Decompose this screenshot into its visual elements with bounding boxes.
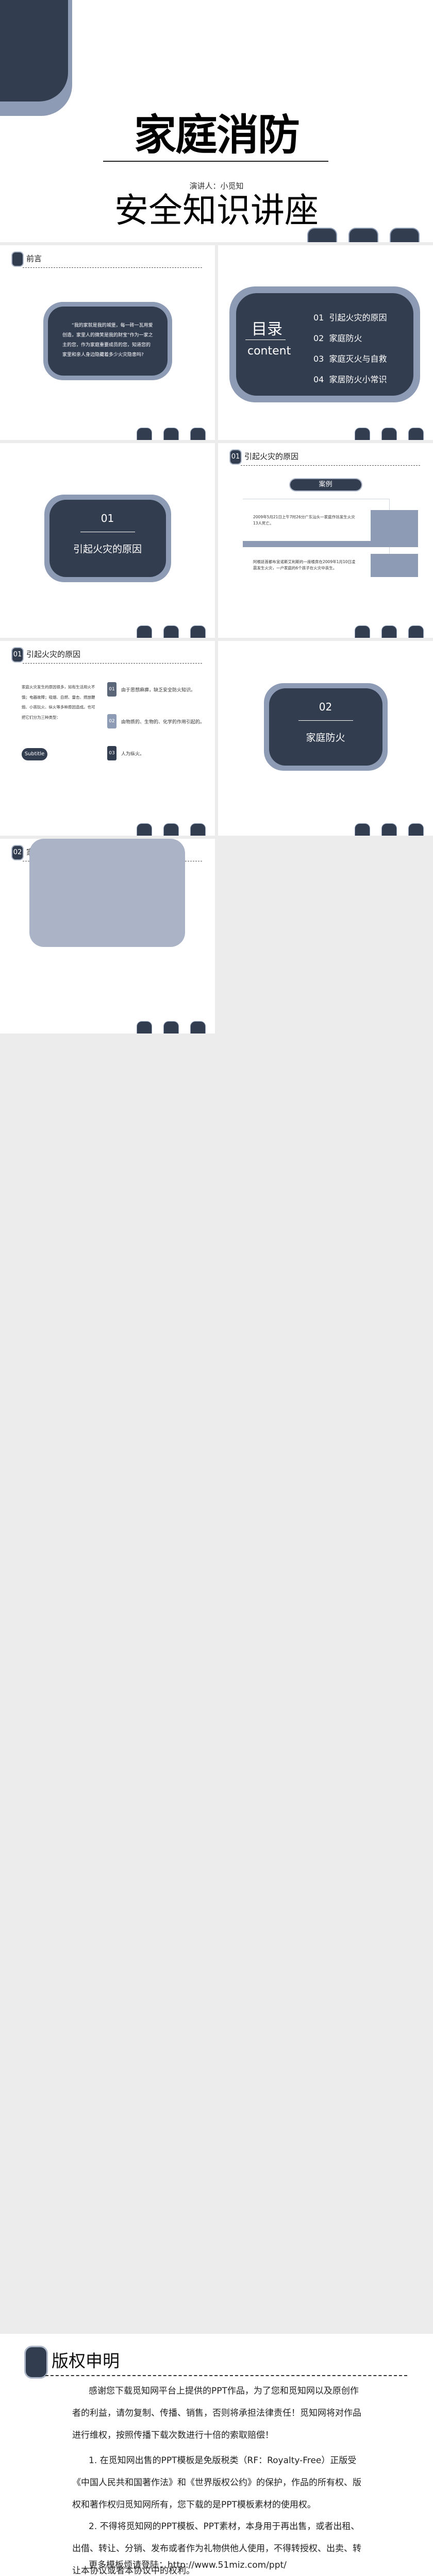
slide-preface[interactable]: 前言 “我的家就是我的城堡，每一砖一瓦用爱创造，家里人的微笑是我的财宝”作为一家… — [0, 245, 215, 440]
toc-item[interactable]: 01 引起火灾的原因 — [313, 313, 387, 323]
contents-sub: content — [247, 345, 291, 358]
copyright-title: 版权申明 — [52, 2351, 120, 2371]
toc-item[interactable]: 03 家庭灭火与自救 — [313, 354, 387, 364]
cover-title: 家庭消防 — [134, 111, 300, 160]
preface-quote: “我的家就是我的城堡，每一砖一瓦用爱创造，家里人的微笑是我的财宝”作为一家之主的… — [48, 307, 168, 376]
toc-item[interactable]: 04 家居防火小常识 — [313, 375, 387, 384]
cover-subtitle: 安全知识讲座 — [114, 191, 319, 230]
contents-list: 01 引起火灾的原因 02 家庭防火 03 家庭灭火与自救 04 家居防火小常识 — [313, 308, 387, 390]
slide-contents[interactable]: 目录 content 01 引起火灾的原因 02 家庭防火 03 家庭灭火与自救… — [218, 245, 433, 440]
cover-slide: 家庭消防 安全知识讲座 演讲人：小觅知 — [0, 0, 433, 242]
corner-decoration — [0, 0, 72, 116]
slide-title: 前言 — [26, 254, 42, 263]
tab-decoration — [307, 228, 420, 242]
pill-label: 案例 — [290, 479, 361, 490]
cover-speaker: 演讲人：小觅知 — [189, 181, 244, 191]
case-text-1: 2009年5月21日上午7时26分广东汕头一家庭作坊发生火灾13人死亡。 — [253, 515, 355, 526]
case-text-2: 阿根廷首都布宜诺斯艾利斯的一座楼房在2009年1月10日凌晨发生火灾，一户家庭的… — [253, 560, 356, 570]
more-templates-link[interactable]: 更多模板烦请登陆：http://www.51miz.com/ppt/ — [89, 2560, 287, 2570]
contents-title: 目录 — [252, 320, 282, 338]
cover-divider — [103, 161, 328, 162]
subtitle-pill: Subtitle — [22, 748, 47, 760]
copyright-icon — [26, 2347, 46, 2377]
causes-intro: 家庭火灾发生的原因很多，如有生活用火不慎；电器故障；吸烟、自燃、雷击、燃放鞭炮、… — [22, 685, 95, 720]
copyright-section: 版权申明 感谢您下载觅知网平台上提供的PPT作品，为了您和觅知网以及原创作者的利… — [0, 2334, 433, 2576]
section-badge — [12, 252, 23, 266]
toc-item[interactable]: 02 家庭防火 — [313, 333, 362, 343]
